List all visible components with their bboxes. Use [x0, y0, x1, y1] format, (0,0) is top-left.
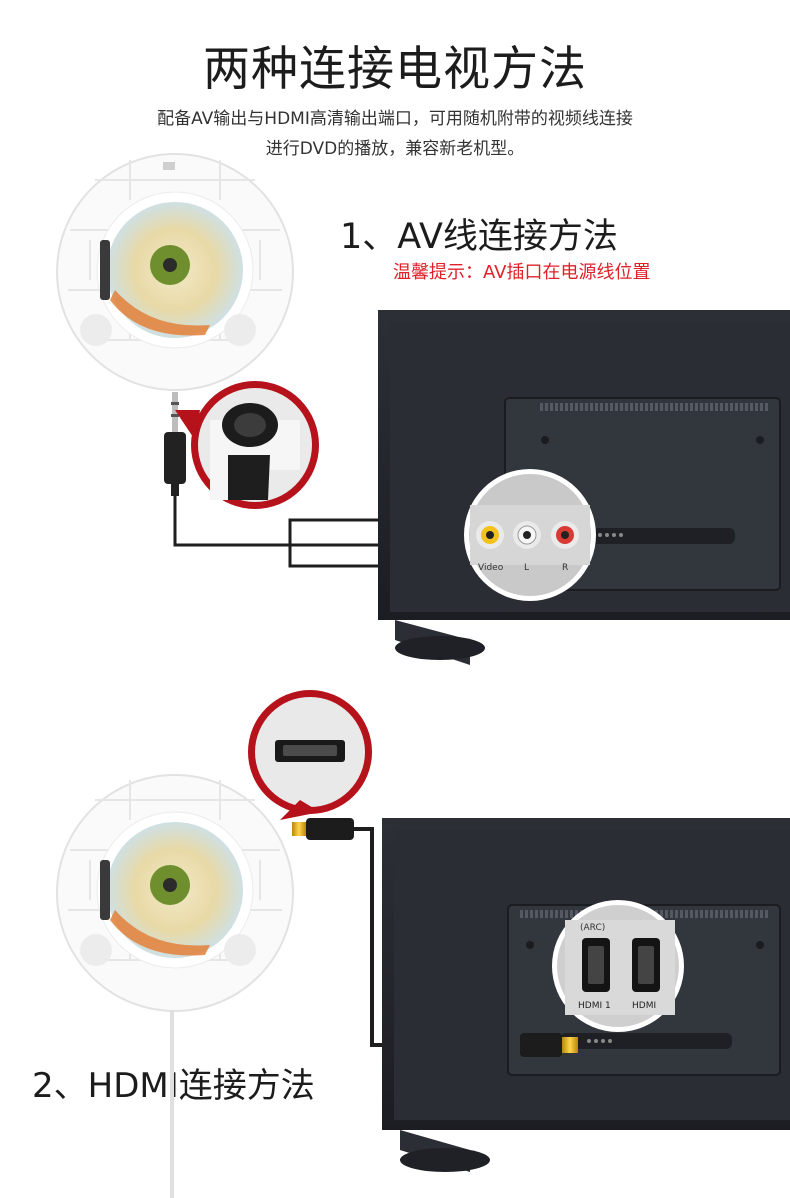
tv-back-hdmi — [382, 818, 790, 1172]
av-section-tip: 温馨提示：AV插口在电源线位置 — [393, 262, 651, 283]
av-section-heading: 1、AV线连接方法 — [340, 217, 618, 257]
av-port-label-l: L — [524, 563, 529, 573]
av-port-callout — [175, 381, 319, 509]
av-35mm-jack — [164, 392, 186, 496]
dvd-player-av — [56, 153, 294, 391]
av-port-label-video: Video — [478, 563, 504, 573]
hdmi-port-callout — [248, 690, 372, 820]
hdmi-arc-label: (ARC) — [580, 923, 605, 933]
av-port-label-r: R — [562, 563, 568, 573]
av-cable — [173, 496, 400, 568]
tv-back-av — [378, 310, 790, 665]
page-title: 两种连接电视方法 — [203, 42, 587, 97]
hdmi-port-label-1: HDMI 1 — [578, 1001, 611, 1011]
hdmi-ports-zoom: (ARC) HDMI 1 HDMI — [552, 900, 684, 1032]
dvd-player-hdmi — [56, 774, 294, 1012]
hdmi-port-label-2: HDMI — [632, 1001, 656, 1011]
av-ports-zoom: Video L R — [464, 469, 623, 601]
hdmi-plug — [520, 1033, 612, 1057]
subtitle-line-2: 进行DVD的播放，兼容新老机型。 — [265, 139, 525, 159]
subtitle-line-1: 配备AV输出与HDMI高清输出端口，可用随机附带的视频线连接 — [157, 109, 633, 129]
